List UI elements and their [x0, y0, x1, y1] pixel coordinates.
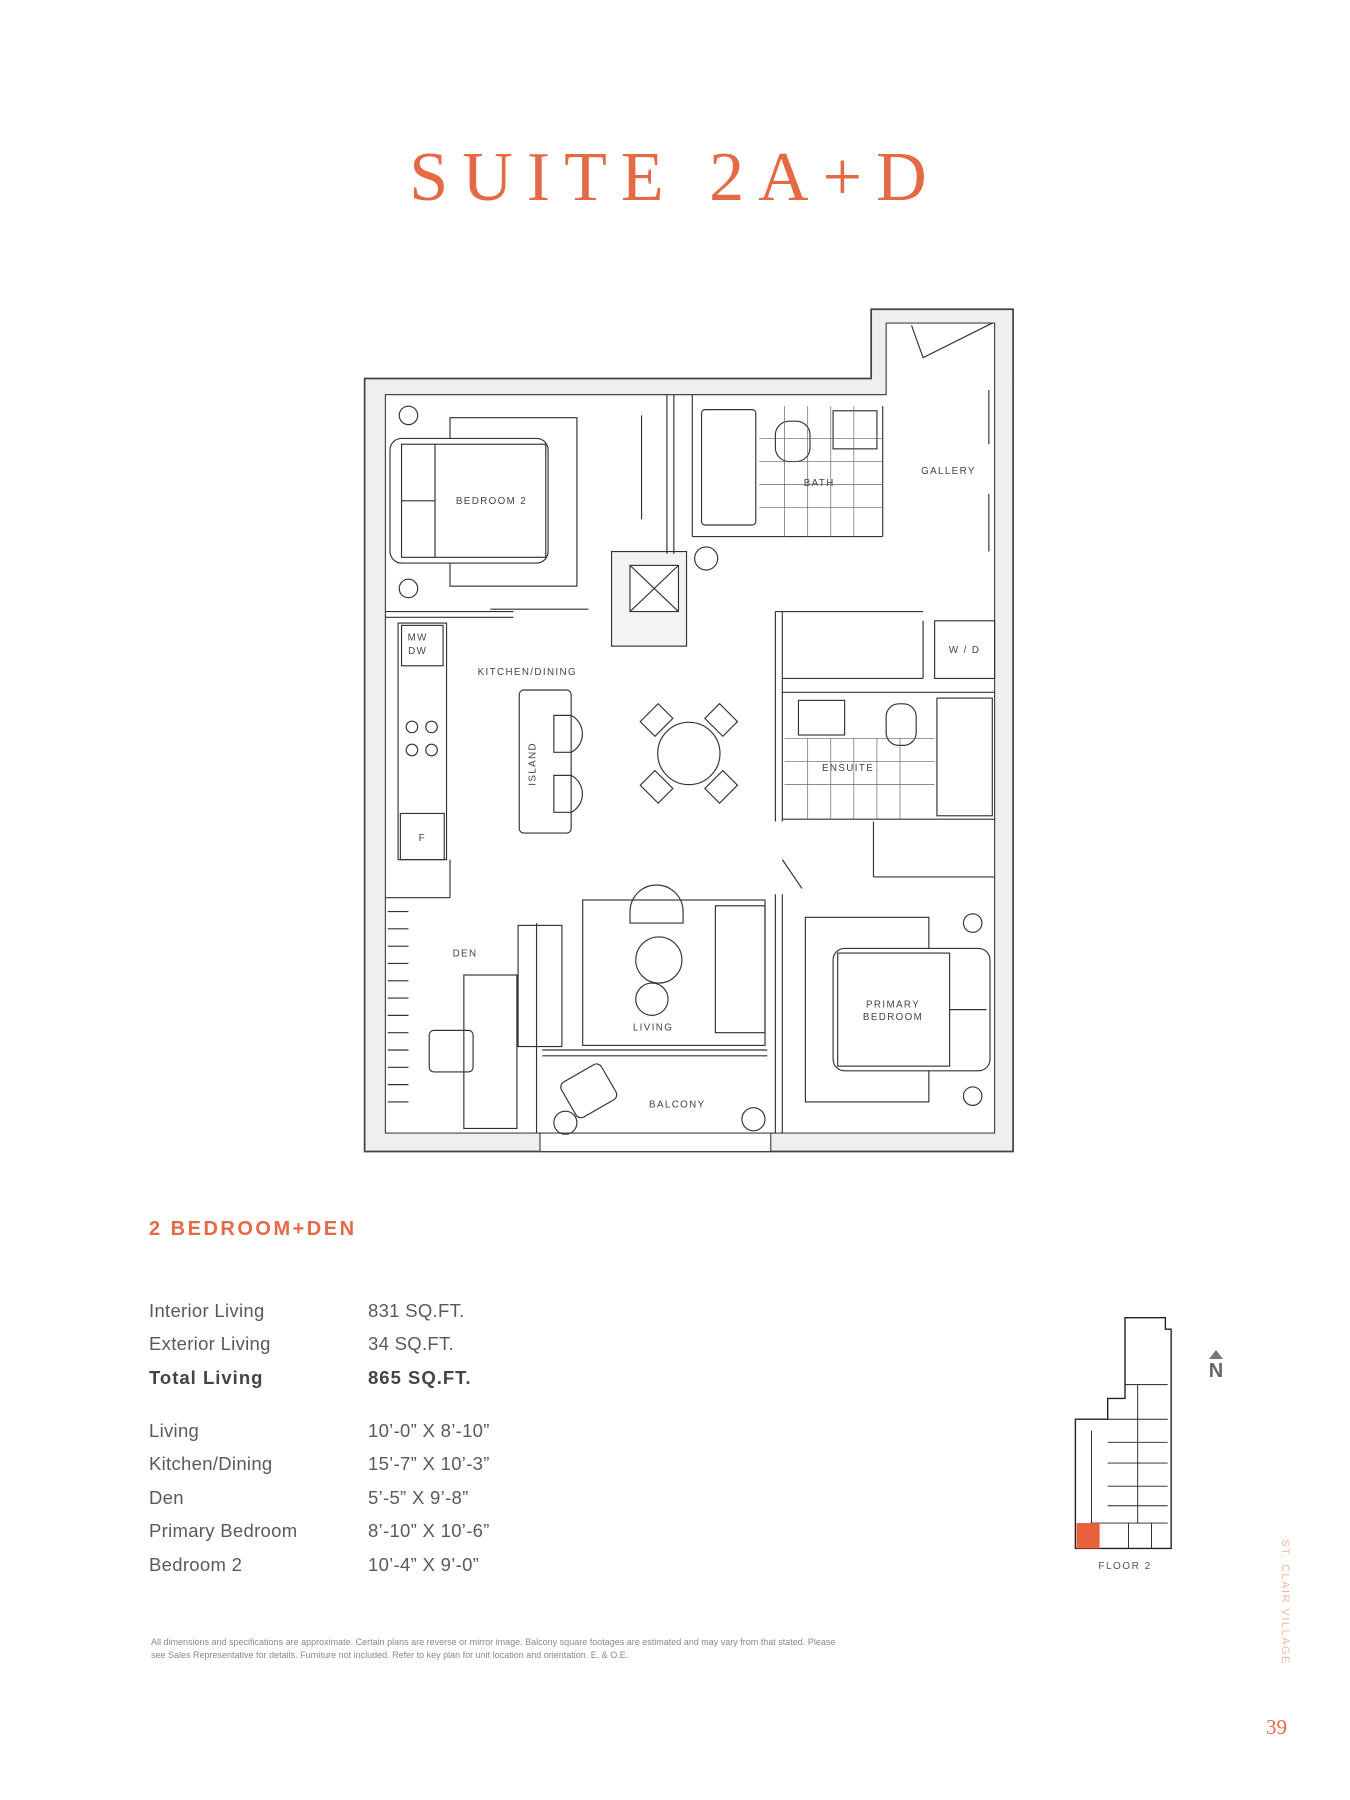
- label-den: DEN: [453, 949, 478, 960]
- area-row-interior: Interior Living 831 SQ.FT.: [149, 1300, 464, 1322]
- primary-bedroom-furniture: [804, 913, 991, 1106]
- nightstand-lamp-icon: [398, 578, 419, 599]
- area-label: Interior Living: [149, 1300, 265, 1321]
- sofa: [714, 905, 766, 1034]
- kitchen-island: [518, 689, 572, 834]
- label-wd: W / D: [949, 645, 980, 656]
- unit-type: 2 BEDROOM+DEN: [149, 1218, 357, 1240]
- room-label: Kitchen/Dining: [149, 1453, 273, 1474]
- room-row: Den 5’-5” X 9’-8”: [149, 1487, 468, 1509]
- desk: [463, 974, 518, 1130]
- north-arrow-icon: [1209, 1350, 1223, 1359]
- room-dimension: 10’-4” X 9’-0”: [368, 1554, 480, 1575]
- page-number: 39: [1266, 1715, 1287, 1739]
- disclaimer: All dimensions and specifications are ap…: [151, 1637, 836, 1660]
- room-dimension: 15’-7” X 10’-3”: [368, 1453, 490, 1474]
- room-label: Bedroom 2: [149, 1554, 243, 1575]
- label-balcony: BALCONY: [649, 1100, 706, 1111]
- room-labels: BEDROOM 2 KITCHEN/DINING ISLAND BATH GAL…: [408, 466, 980, 1111]
- label-island: ISLAND: [527, 742, 538, 786]
- label-living: LIVING: [633, 1022, 673, 1033]
- desk-chair: [428, 1029, 474, 1073]
- room-label: Primary Bedroom: [149, 1520, 298, 1541]
- nightstand-lamp-icon: [962, 913, 983, 933]
- nightstand-lamp-icon: [398, 405, 419, 426]
- label-bedroom-2: BEDROOM 2: [456, 496, 527, 507]
- label-bedroom: BEDROOM: [863, 1012, 923, 1023]
- bathtub: [700, 409, 757, 526]
- sink-icon: [832, 410, 878, 450]
- ensuite-fixtures: [784, 697, 993, 820]
- living-furniture: [582, 884, 766, 1046]
- label-kitchen-dining: KITCHEN/DINING: [478, 667, 577, 678]
- label-primary: PRIMARY: [866, 999, 920, 1010]
- den-cabinet: [517, 924, 563, 1048]
- area-label: Exterior Living: [149, 1333, 271, 1354]
- room-dimension: 10’-0” X 8’-10”: [368, 1420, 490, 1441]
- room-dimension: 5’-5” X 9’-8”: [368, 1487, 469, 1508]
- balcony-furniture: [553, 546, 766, 1135]
- side-label: ST. CLAIR VILLAGE: [1279, 1539, 1291, 1665]
- north-indicator: N: [1206, 1350, 1226, 1381]
- dining-table: [657, 721, 721, 786]
- area-label: Total Living: [149, 1367, 264, 1388]
- bath-fixtures: [700, 406, 883, 537]
- key-plan-floor-label: FLOOR 2: [1098, 1561, 1152, 1572]
- interior-walls: [385, 394, 996, 1134]
- nightstand-lamp-icon: [962, 1086, 983, 1106]
- label-gallery: GALLERY: [921, 466, 976, 477]
- room-dimension: 8’-10” X 10’-6”: [368, 1520, 490, 1541]
- area-row-exterior: Exterior Living 34 SQ.FT.: [149, 1333, 454, 1355]
- sink-icon: [797, 699, 846, 736]
- unit-highlight: [1076, 1523, 1100, 1549]
- room-label: Living: [149, 1420, 200, 1441]
- room-label: Den: [149, 1487, 184, 1508]
- area-row-total: Total Living 865 SQ.FT.: [149, 1367, 471, 1389]
- den-furniture: [387, 910, 563, 1130]
- gallery-details: [910, 322, 993, 552]
- toilet-icon: [885, 703, 917, 746]
- label-mw: MW: [408, 632, 428, 643]
- room-row: Kitchen/Dining 15’-7” X 10’-3”: [149, 1453, 489, 1475]
- bedroom-2-furniture: [389, 405, 578, 599]
- plant-icon: [741, 1107, 766, 1132]
- shower-icon: [936, 697, 993, 817]
- room-row: Living 10’-0” X 8’-10”: [149, 1420, 489, 1442]
- label-dw: DW: [408, 646, 427, 657]
- room-row: Bedroom 2 10’-4” X 9’-0”: [149, 1554, 479, 1576]
- area-value: 865 SQ.FT.: [368, 1367, 472, 1388]
- key-plan: [1074, 1317, 1172, 1550]
- plant-icon: [694, 546, 719, 571]
- label-fridge: F: [419, 833, 426, 844]
- room-row: Primary Bedroom 8’-10” X 10’-6”: [149, 1520, 489, 1542]
- north-label: N: [1208, 1360, 1224, 1382]
- page-title: SUITE 2A+D: [409, 139, 941, 216]
- label-ensuite: ENSUITE: [822, 763, 874, 774]
- area-value: 831 SQ.FT.: [368, 1300, 465, 1321]
- label-bath: BATH: [804, 478, 835, 489]
- kitchen-furniture: [397, 622, 739, 861]
- area-value: 34 SQ.FT.: [368, 1333, 454, 1354]
